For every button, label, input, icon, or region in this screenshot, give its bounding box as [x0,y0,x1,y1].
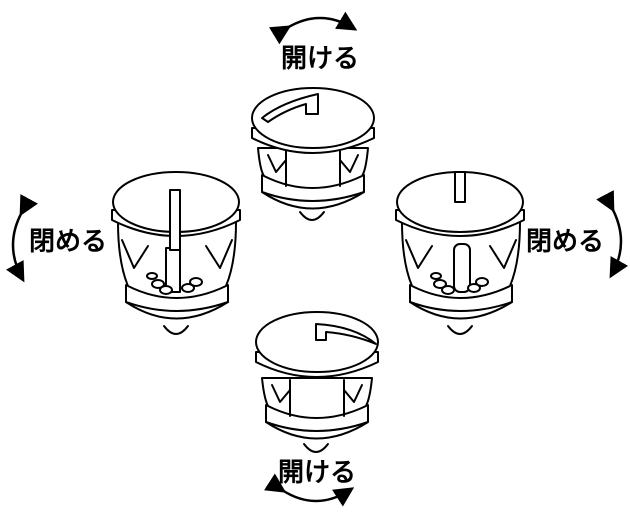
curved-double-arrow-icon [6,194,38,283]
close-label-left: 閉める [29,227,108,257]
strainer-open-top [251,87,375,221]
curved-double-arrow-icon [596,190,629,279]
strainer-closed-left [111,171,241,335]
close-label-right: 閉める [526,227,605,257]
strainer-closed-right [395,171,525,335]
curved-double-arrow-icon [263,473,355,507]
strainer-open-bottom [255,311,379,453]
open-label-bottom: 開ける [278,458,357,488]
open-label-top: 開ける [281,44,360,74]
curved-double-arrow-icon [268,11,358,45]
